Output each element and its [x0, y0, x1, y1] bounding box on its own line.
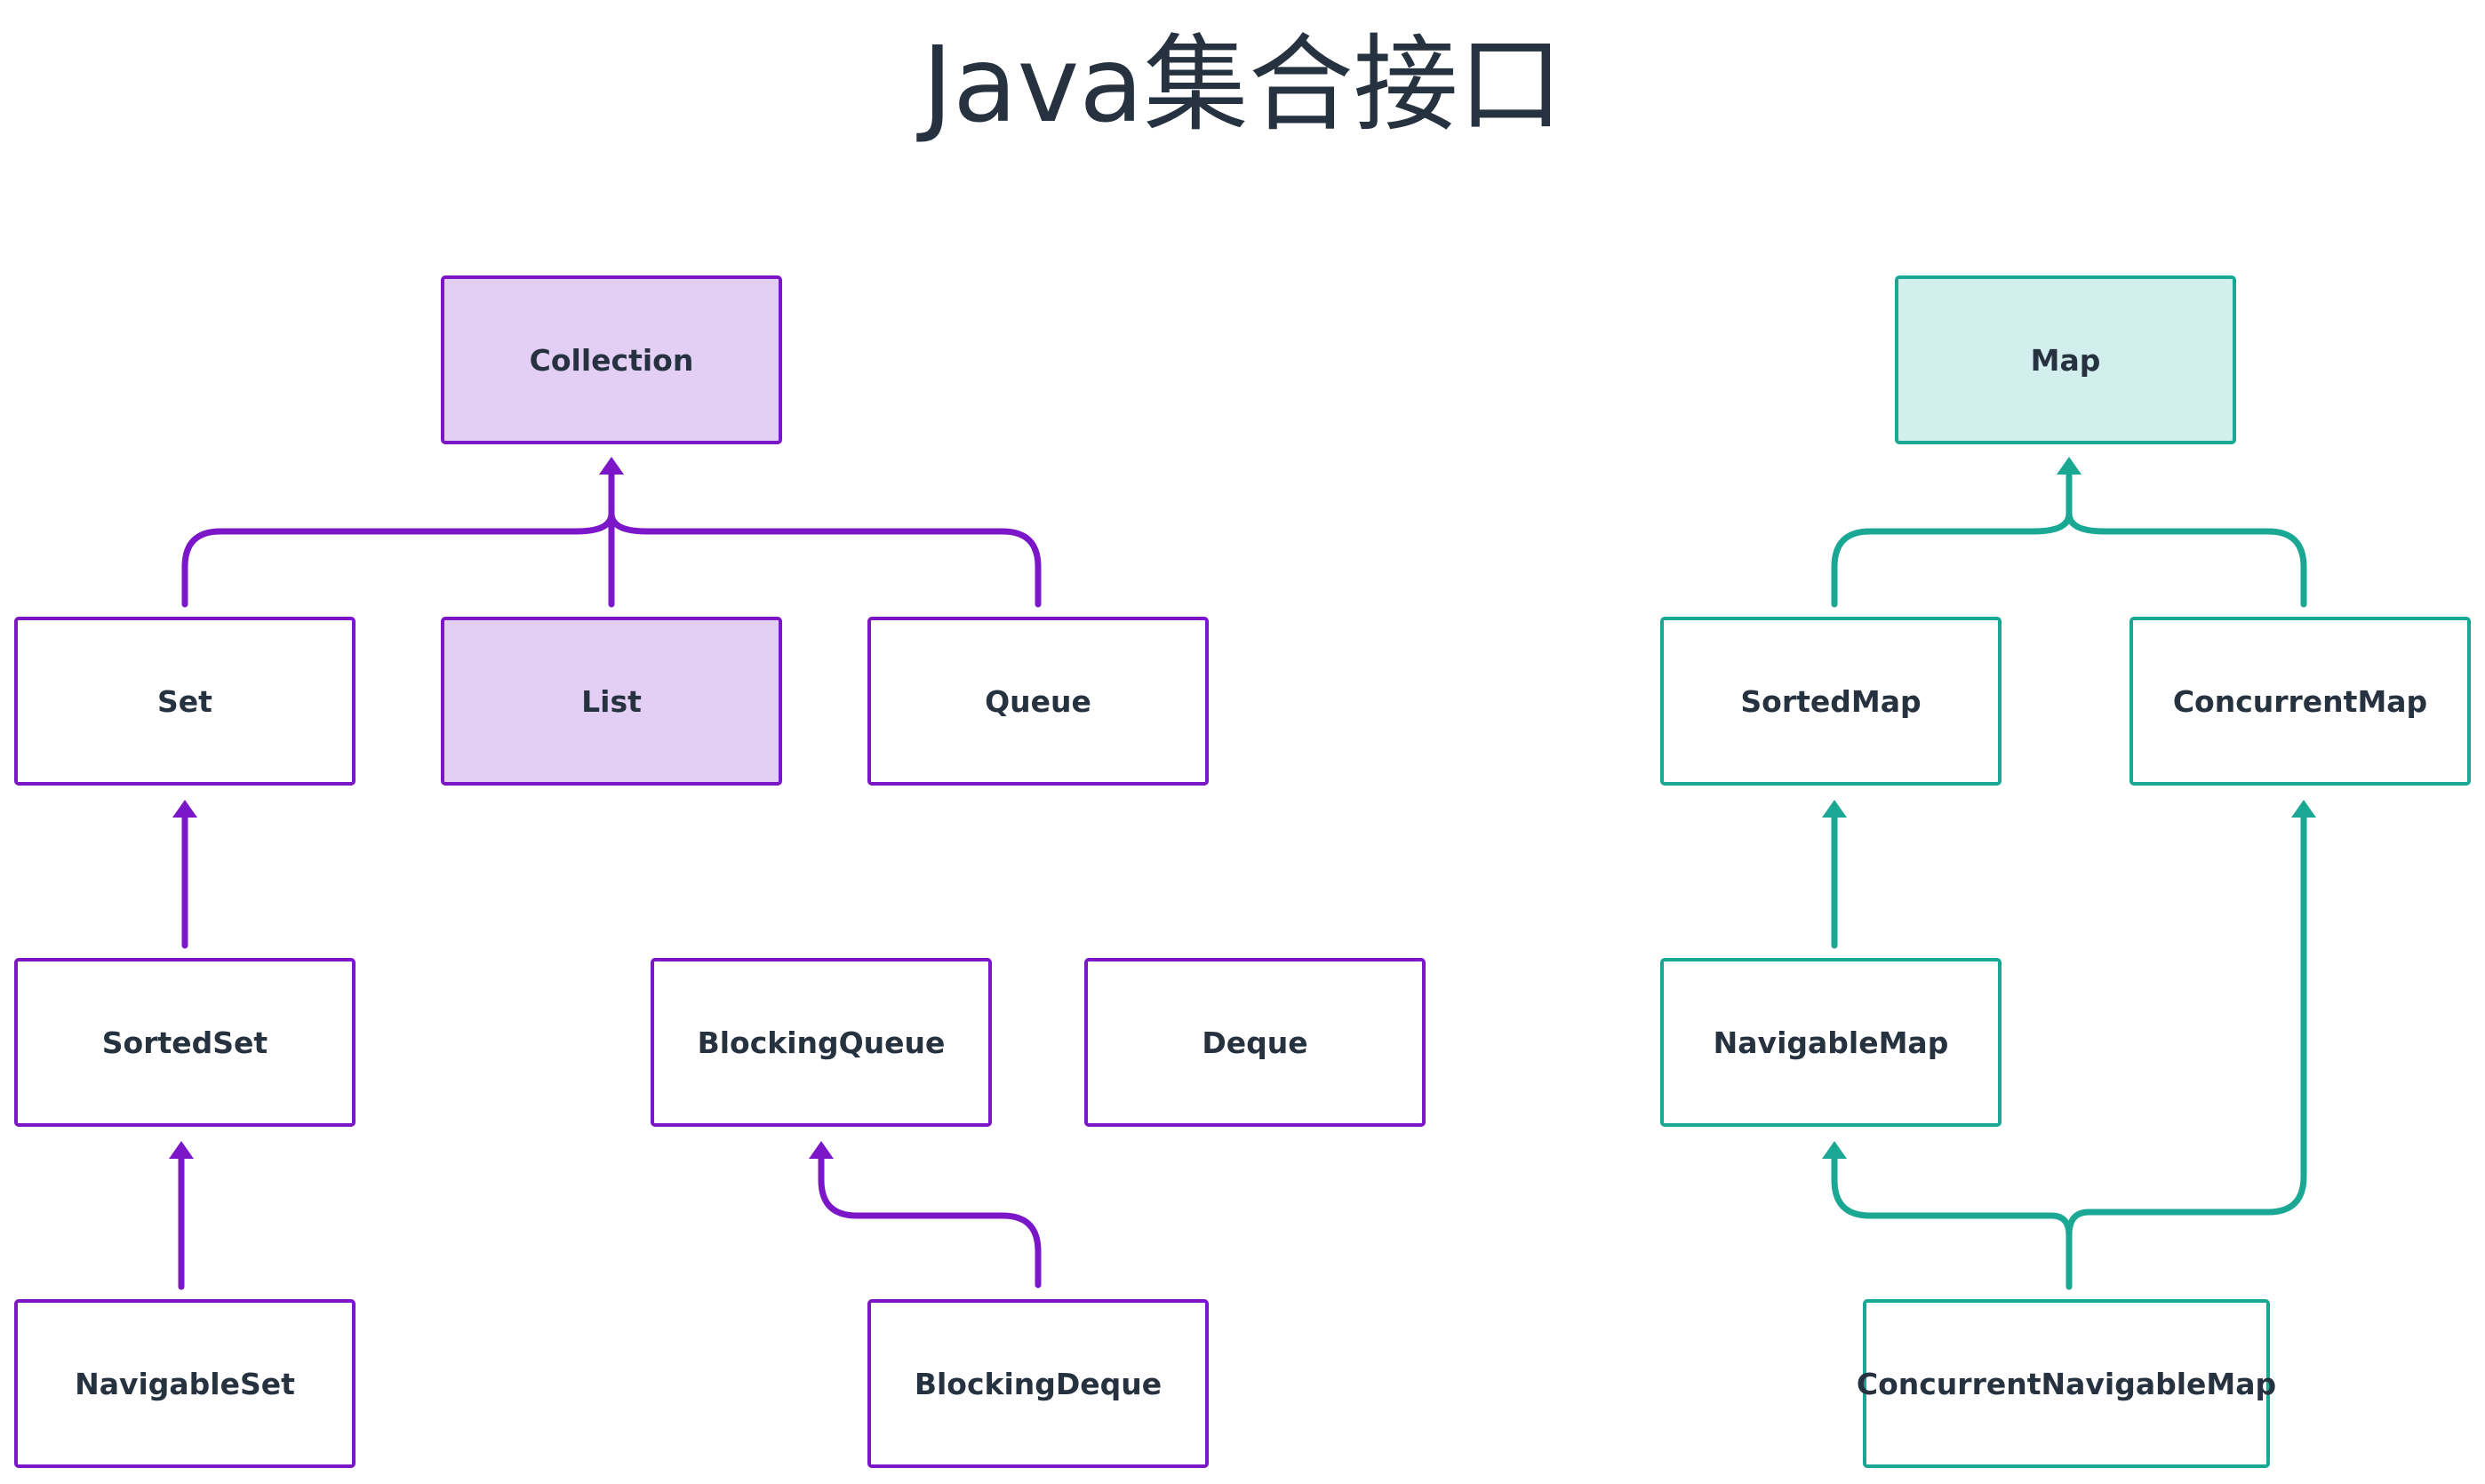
node-label: SortedSet — [101, 1025, 268, 1060]
arrowhead-map — [2057, 457, 2081, 475]
node-navigablemap: NavigableMap — [1660, 958, 2002, 1127]
arrowhead-collection — [599, 457, 624, 475]
node-sortedmap: SortedMap — [1660, 617, 2002, 786]
node-blockingdeque: BlockingDeque — [867, 1299, 1209, 1468]
arrowhead-navigablemap — [1822, 1141, 1847, 1159]
diagram-title: Java集合接口 — [922, 23, 1563, 146]
node-label: SortedMap — [1740, 683, 1922, 719]
node-label: Map — [2030, 342, 2101, 378]
node-concurrentnavigablemap: ConcurrentNavigableMap — [1857, 1299, 2276, 1468]
node-blockingqueue: BlockingQueue — [651, 958, 992, 1127]
node-label: Set — [157, 683, 212, 719]
node-label: BlockingDeque — [914, 1366, 1163, 1401]
edge-set-collection — [181, 469, 615, 608]
node-deque: Deque — [1084, 958, 1426, 1127]
edge-queue-collection — [608, 510, 1042, 608]
node-collection: Collection — [441, 275, 782, 444]
arrowhead-sortedmap — [1822, 800, 1847, 818]
edge-sortedmap-map — [1831, 469, 2073, 608]
node-label: NavigableMap — [1713, 1025, 1949, 1060]
edge-concurrentnavigablemap-concurrentmap — [2066, 812, 2307, 1239]
arrowhead-blockingqueue — [809, 1141, 834, 1159]
node-label: BlockingQueue — [697, 1025, 946, 1060]
node-navigableset: NavigableSet — [14, 1299, 356, 1468]
node-label: Queue — [985, 683, 1091, 719]
arrowhead-set — [172, 800, 197, 818]
node-label: ConcurrentMap — [2172, 683, 2428, 719]
node-list: List — [441, 617, 782, 786]
node-label: Deque — [1202, 1025, 1308, 1060]
arrowhead-concurrentmap — [2291, 800, 2316, 818]
node-label: Collection — [529, 342, 694, 378]
edge-blockingdeque-blockingqueue — [818, 1153, 1042, 1289]
node-concurrentmap: ConcurrentMap — [2129, 617, 2471, 786]
arrowhead-sortedset — [169, 1141, 194, 1159]
node-queue: Queue — [867, 617, 1209, 786]
node-label: NavigableSet — [75, 1366, 295, 1401]
node-set: Set — [14, 617, 356, 786]
node-label: ConcurrentNavigableMap — [1856, 1366, 2277, 1401]
node-map: Map — [1895, 275, 2236, 444]
edge-concurrentnavigablemap-navigablemap — [1831, 1153, 2073, 1290]
node-sortedset: SortedSet — [14, 958, 356, 1127]
edge-concurrentmap-map — [2066, 510, 2307, 608]
node-label: List — [581, 683, 642, 719]
